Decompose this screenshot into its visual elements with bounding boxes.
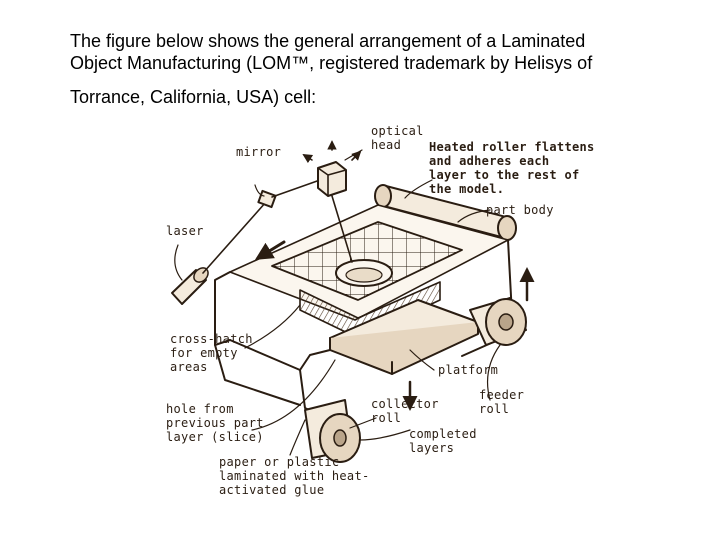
label-cross-hatch: cross-hatch for empty areas xyxy=(170,332,253,374)
intro-line-3: Torrance, California, USA) cell: xyxy=(70,87,317,107)
label-optical-head: optical head xyxy=(371,124,424,152)
mirror xyxy=(257,189,277,209)
intro-line-1: The figure below shows the general arran… xyxy=(70,31,586,51)
laser-tube xyxy=(171,267,209,305)
laser-beam xyxy=(202,201,267,274)
feeder-roll xyxy=(469,297,527,346)
intro-line-2: Object Manufacturing (LOM™, registered t… xyxy=(70,53,593,73)
leader-lines xyxy=(174,149,501,456)
label-platform: platform xyxy=(438,363,499,377)
part-block xyxy=(299,281,441,339)
label-paper: paper or plastic laminated with heat- ac… xyxy=(219,455,370,497)
beam-down xyxy=(331,195,353,263)
intro-text: The figure below shows the general arran… xyxy=(70,30,690,108)
label-heated-roller: Heated roller flattens and adheres each … xyxy=(429,140,595,196)
hole-inner xyxy=(345,267,383,283)
optical-head xyxy=(317,161,347,197)
label-feeder-roll: feeder roll xyxy=(479,388,525,416)
label-part-body: part body xyxy=(486,203,554,217)
collector-roll xyxy=(304,399,361,463)
label-collector-roll: collector roll xyxy=(371,397,439,425)
label-completed-layers: completed layers xyxy=(409,427,477,455)
label-hole: hole from previous part layer (slice) xyxy=(166,402,264,444)
platform xyxy=(329,299,479,375)
label-mirror: mirror xyxy=(236,145,282,159)
label-laser: laser xyxy=(166,224,204,238)
sheet-direction-arrow xyxy=(254,240,286,260)
beam-to-head xyxy=(271,179,321,198)
head-motion-arrows xyxy=(302,140,362,164)
heated-roller xyxy=(374,184,517,241)
